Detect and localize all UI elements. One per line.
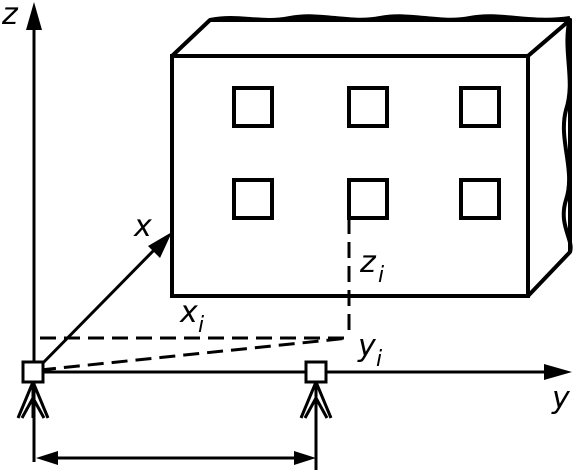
baseline-arrowhead-left: [36, 451, 58, 465]
building-broken-edge-side: [561, 17, 573, 253]
x-axis-arrowhead: [148, 232, 172, 258]
xi-subscript: i: [198, 313, 204, 338]
window: [232, 86, 274, 128]
zi-label: z: [359, 245, 377, 280]
building-top-face: [170, 18, 572, 58]
yi-label: y: [357, 329, 377, 364]
yi-projection-line: [39, 336, 350, 372]
yi-subscript: i: [376, 347, 382, 372]
window: [232, 178, 274, 220]
xi-label: x: [179, 295, 198, 330]
building-broken-edge-top: [209, 14, 571, 22]
window: [459, 86, 501, 128]
window: [347, 178, 389, 220]
zi-subscript: i: [378, 263, 384, 288]
tripod-instrument-origin: [16, 360, 50, 419]
baseline-arrowhead-right: [294, 451, 316, 465]
z-axis-arrowhead: [26, 2, 42, 30]
z-axis-label: z: [1, 0, 19, 32]
x-axis: [36, 244, 160, 370]
tripod-instrument-second: [299, 360, 333, 419]
window: [459, 178, 501, 220]
building-side-face: [526, 18, 572, 298]
window: [347, 86, 389, 128]
y-axis-arrowhead: [544, 364, 572, 380]
x-axis-label: x: [133, 209, 152, 244]
y-axis-label: y: [551, 381, 571, 416]
